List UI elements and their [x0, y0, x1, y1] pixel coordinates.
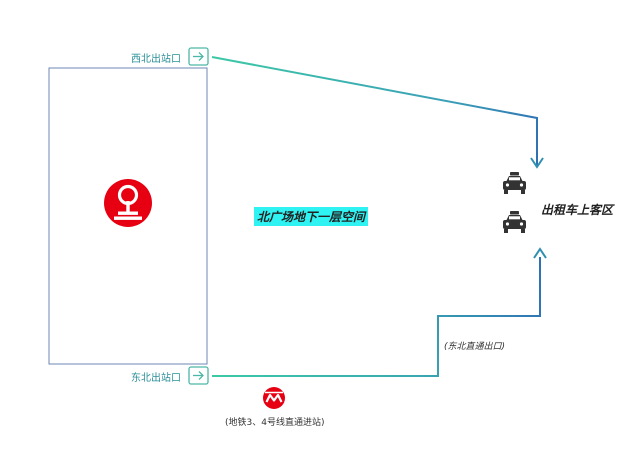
taxi-icon	[503, 172, 526, 194]
northeast-route-arrowhead	[533, 247, 547, 259]
shanghai-metro-logo-icon	[263, 387, 285, 409]
northwest-exit-label: 西北出站口	[131, 54, 181, 65]
northeast-exit-icon	[188, 366, 209, 385]
taxi-zone-label: 出租车上客区	[541, 203, 614, 217]
station-building-outline	[48, 67, 208, 365]
taxi-icon	[503, 211, 526, 233]
area-title: 北广场地下一层空间	[254, 207, 369, 226]
northwest-exit-icon	[188, 47, 209, 66]
direct-exit-label: (东北直通出口)	[444, 342, 506, 352]
northwest-route-line	[211, 56, 538, 165]
northeast-route-line	[212, 257, 541, 377]
northeast-exit-label: 东北出站口	[131, 373, 181, 384]
china-railway-logo-icon	[104, 179, 152, 227]
northwest-route-arrowhead	[530, 157, 544, 169]
metro-note-label: (地铁3、4号线直通进站)	[225, 418, 325, 428]
